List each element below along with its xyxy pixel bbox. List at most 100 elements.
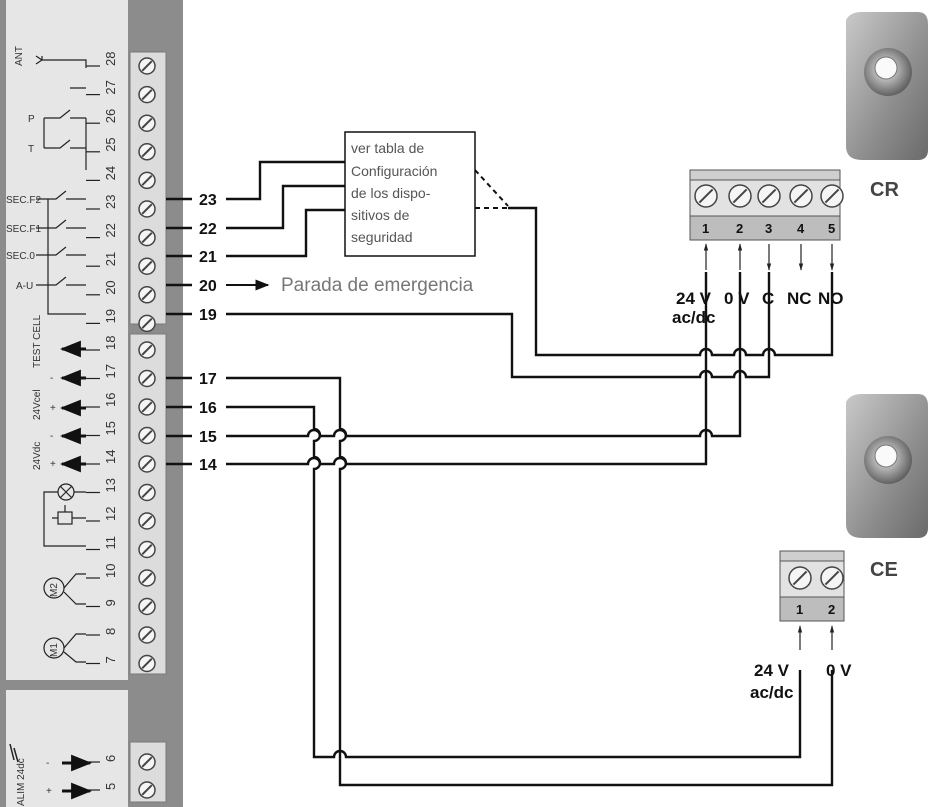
label-sec-0: SEC.0 bbox=[6, 251, 35, 262]
ext-label-22: 22 bbox=[199, 221, 217, 238]
emergency-label: Parada de emergencia bbox=[281, 275, 474, 296]
screws-bottom bbox=[138, 753, 156, 799]
low-pin-12: 12 bbox=[103, 507, 118, 521]
ext-label-17: 17 bbox=[199, 371, 217, 388]
ext-label-16: 16 bbox=[199, 400, 217, 417]
terminal-strip-lower bbox=[129, 333, 167, 675]
ext-label-19: 19 bbox=[199, 307, 217, 324]
low-pin-18: 18 bbox=[103, 336, 118, 350]
note-dashed-links bbox=[474, 169, 509, 209]
motor-m1-symbol bbox=[43, 633, 86, 663]
ext-label-21: 21 bbox=[199, 249, 217, 266]
label-test-cell: TEST CELL bbox=[32, 314, 43, 368]
up-screw-19 bbox=[138, 314, 156, 333]
up-pin-20: 20 bbox=[103, 280, 118, 294]
ext-label-15: 15 bbox=[199, 429, 217, 446]
up-screw-22 bbox=[138, 228, 156, 247]
label-t: T bbox=[28, 144, 34, 155]
low-screw-14 bbox=[138, 455, 156, 473]
ce-screws bbox=[788, 566, 844, 590]
external-terminals: 23 22 21 20 19 17 16 15 14 bbox=[166, 192, 217, 474]
up-screw-25 bbox=[138, 143, 156, 161]
main-wires bbox=[226, 206, 834, 787]
plus-14: + bbox=[50, 459, 56, 470]
bot-pin-5: 5 bbox=[103, 783, 118, 790]
screws-upper bbox=[138, 57, 156, 333]
low-screw-10 bbox=[138, 569, 156, 587]
safety-wires bbox=[226, 160, 345, 258]
low-screw-9 bbox=[138, 597, 156, 616]
note-line-1: ver tabla de bbox=[351, 140, 424, 156]
low-pin-13: 13 bbox=[103, 478, 118, 492]
cr-screw-1 bbox=[694, 184, 718, 208]
up-pin-23: 23 bbox=[103, 195, 118, 209]
motor-m2-symbol bbox=[43, 573, 86, 605]
low-screw-17 bbox=[138, 369, 156, 388]
bot-screw-5 bbox=[138, 781, 156, 799]
cr-signal-5: NO bbox=[818, 289, 844, 308]
label-m2: M2 bbox=[49, 583, 60, 597]
label-alim: ALIM 24dc bbox=[16, 758, 27, 806]
low-screw-12 bbox=[138, 512, 156, 530]
label-24vcel: 24Vcel bbox=[32, 389, 43, 420]
note-box: ver tabla de Configuración de los dispo-… bbox=[344, 131, 476, 257]
low-pin-10: 10 bbox=[103, 564, 118, 578]
ce-signal-1: 24 V bbox=[754, 661, 790, 680]
label-m1: M1 bbox=[49, 643, 60, 657]
note-line-3: de los dispo- bbox=[351, 185, 431, 201]
low-pin-16: 16 bbox=[103, 393, 118, 407]
panel-label-area bbox=[6, 0, 128, 680]
up-screw-28 bbox=[138, 57, 156, 75]
cr-screws bbox=[694, 184, 844, 208]
screws-lower bbox=[138, 341, 156, 673]
low-pin-9: 9 bbox=[103, 599, 118, 606]
bot-screw-6 bbox=[138, 753, 156, 771]
up-pin-28: 28 bbox=[103, 52, 118, 66]
low-screw-8 bbox=[138, 626, 156, 644]
up-screw-26 bbox=[138, 114, 156, 132]
cr-arrows bbox=[703, 243, 835, 271]
up-screw-23 bbox=[138, 200, 156, 218]
low-pin-11: 11 bbox=[103, 536, 118, 550]
label-p: P bbox=[28, 114, 35, 125]
cr-pin-5: 5 bbox=[828, 221, 835, 236]
cr-screw-2 bbox=[728, 184, 752, 208]
cr-pin-3: 3 bbox=[765, 221, 772, 236]
low-screw-13 bbox=[138, 483, 156, 502]
ce-sub: ac/dc bbox=[750, 683, 793, 702]
ce-name: CE bbox=[870, 559, 898, 581]
cr-signal-4: NC bbox=[787, 289, 812, 308]
ce-pin-1: 1 bbox=[796, 602, 803, 617]
ce-signal-2: 0 V bbox=[826, 661, 852, 680]
up-pin-24: 24 bbox=[103, 166, 118, 180]
alim-plus: + bbox=[46, 786, 52, 797]
up-pin-27: 27 bbox=[103, 80, 118, 94]
antenna-symbol bbox=[35, 55, 87, 89]
low-pin-8: 8 bbox=[103, 628, 118, 635]
panel-label-area-bottom bbox=[6, 690, 128, 807]
up-screw-20 bbox=[138, 286, 156, 304]
cr-pin-4: 4 bbox=[797, 221, 805, 236]
up-pin-22: 22 bbox=[103, 223, 118, 237]
ext-label-20: 20 bbox=[199, 278, 217, 295]
low-pin-15: 15 bbox=[103, 421, 118, 435]
cr-sub: ac/dc bbox=[672, 308, 715, 327]
up-pin-25: 25 bbox=[103, 137, 118, 151]
ce-screw-2 bbox=[820, 566, 844, 590]
ce-signal-labels: 24 V 0 V bbox=[754, 661, 852, 680]
low-screw-7 bbox=[138, 654, 156, 673]
cr-name: CR bbox=[870, 179, 899, 201]
safety-contacts bbox=[36, 190, 86, 315]
cr-signal-2: 0 V bbox=[724, 289, 750, 308]
up-pin-19: 19 bbox=[103, 309, 118, 323]
contact-p-t bbox=[43, 109, 87, 170]
low-screw-18 bbox=[138, 341, 156, 359]
